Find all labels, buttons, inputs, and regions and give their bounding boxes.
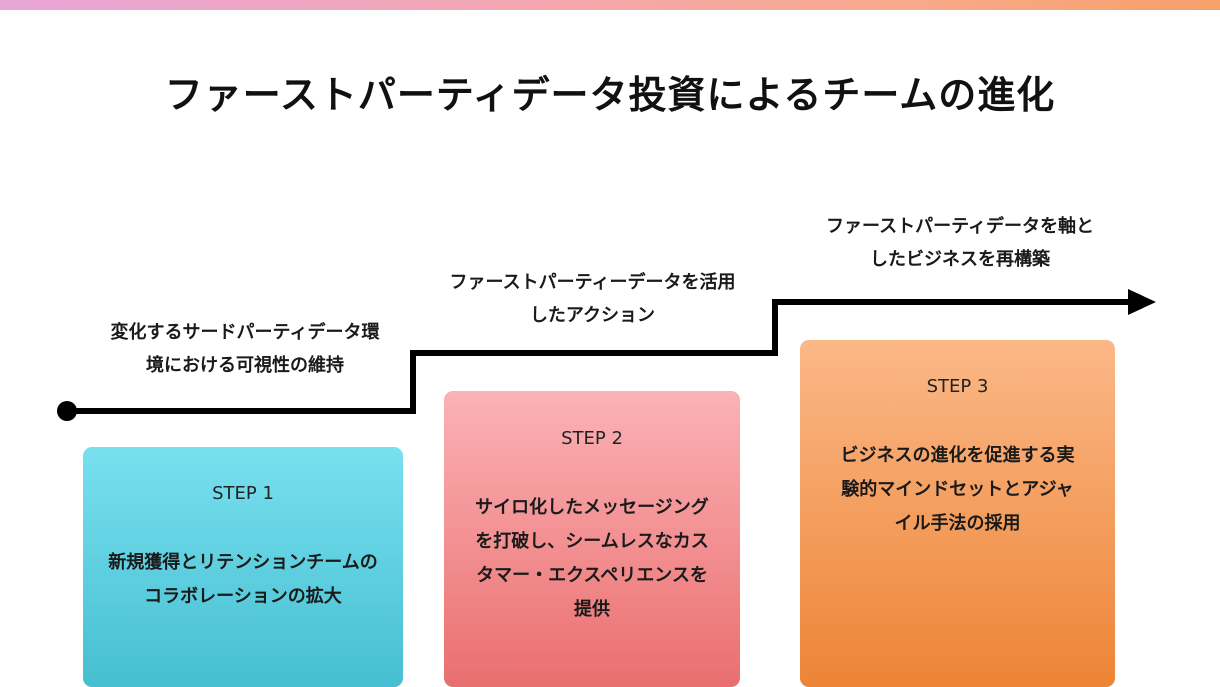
step2-description: サイロ化したメッセージング を打破し、シームレスなカス タマー・エクスペリエンス… [444,491,740,627]
step3-description-line: イル手法の採用 [894,513,1021,534]
arrow-head-icon [1128,289,1156,315]
step2-caption-line2: したアクション [529,305,656,326]
step3-caption-line1: ファーストパーティデータを軸と [825,216,1095,237]
step3-card: STEP 3 ビジネスの進化を促進する実 験的マインドセットとアジャ イル手法の… [800,340,1115,687]
step2-label: STEP 2 [561,428,623,449]
step2-description-line: サイロ化したメッセージング [475,497,709,518]
step1-caption-line1: 変化するサードパーティデータ環 [110,322,380,343]
step1-label: STEP 1 [212,483,274,504]
start-dot-icon [57,401,77,421]
step3-description: ビジネスの進化を促進する実 験的マインドセットとアジャ イル手法の採用 [800,439,1115,541]
step1-description-line: コラボレーションの拡大 [144,586,342,607]
step1-card: STEP 1 新規獲得とリテンションチームの コラボレーションの拡大 [83,447,403,687]
step1-description: 新規獲得とリテンションチームの コラボレーションの拡大 [83,546,403,614]
step1-caption: 変化するサードパーティデータ環 境における可視性の維持 [80,316,410,382]
top-gradient-bar [0,0,1220,10]
step3-label: STEP 3 [926,376,989,397]
step2-description-line: タマー・エクスペリエンスを [476,565,708,586]
page-title: ファーストパーティデータ投資によるチームの進化 [164,73,1056,117]
step1-description-line: 新規獲得とリテンションチームの [108,552,378,573]
step2-caption-line1: ファーストパーティーデータを活用 [449,272,736,293]
step3-caption-line2: したビジネスを再構築 [870,249,1050,270]
step3-caption: ファーストパーティデータを軸と したビジネスを再構築 [790,210,1130,276]
step1-caption-line2: 境における可視性の維持 [146,355,344,376]
staircase-path [67,299,1130,414]
step3-description-line: 験的マインドセットとアジャ [841,479,1074,500]
step2-card: STEP 2 サイロ化したメッセージング を打破し、シームレスなカス タマー・エ… [444,391,740,687]
step2-description-line: 提供 [574,599,610,620]
step2-description-line: を打破し、シームレスなカス [475,531,709,552]
step2-caption: ファーストパーティーデータを活用 したアクション [420,266,765,332]
step3-description-line: ビジネスの進化を促進する実 [840,445,1075,466]
